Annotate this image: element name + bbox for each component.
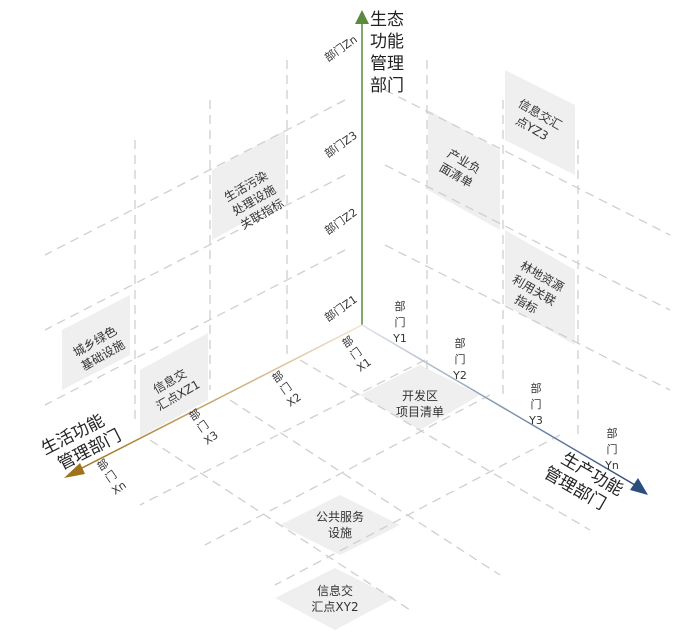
box-label-public-service: 公共服务设施 bbox=[316, 509, 364, 540]
arrow-up-icon bbox=[355, 10, 369, 24]
arrow-down-left-icon bbox=[64, 463, 85, 478]
box-urban-green bbox=[62, 295, 130, 390]
box-info-xy2 bbox=[275, 568, 395, 630]
z-axis bbox=[355, 10, 369, 325]
box-info-yz3 bbox=[505, 70, 575, 175]
x-dept-label: 部门X2 bbox=[268, 367, 304, 410]
dashed-grid bbox=[44, 60, 671, 611]
x-dept-label: 部门X1 bbox=[338, 332, 374, 375]
z-dept-label: 部门Z1 bbox=[322, 292, 360, 324]
z-dept-label: 部门Z3 bbox=[322, 128, 360, 160]
box-label-dev-zone: 开发区项目清单 bbox=[396, 388, 444, 419]
arrow-down-right-icon bbox=[630, 478, 648, 495]
highlight-boxes bbox=[62, 70, 575, 630]
x-dept-label: 部门Xn bbox=[93, 455, 129, 498]
box-living-pollution bbox=[212, 130, 285, 240]
box-public-service bbox=[280, 495, 400, 555]
box-label-living-pollution: 生活污染处理设施关联指标 bbox=[221, 168, 286, 233]
z-axis-label: 生态 功能 管理 部门 bbox=[370, 10, 409, 96]
box-dev-zone bbox=[360, 365, 480, 430]
y-axis bbox=[361, 324, 648, 495]
x-dept-label: 部门X3 bbox=[185, 405, 221, 448]
box-info-xz1 bbox=[140, 333, 208, 437]
box-forest-resource bbox=[505, 230, 575, 345]
z-dept-label: 部门Z2 bbox=[322, 205, 360, 237]
z-dept-label: 部门Zn bbox=[322, 32, 360, 64]
x-axis bbox=[64, 324, 363, 478]
box-label-info-xy2: 信息交汇点XY2 bbox=[311, 583, 358, 614]
